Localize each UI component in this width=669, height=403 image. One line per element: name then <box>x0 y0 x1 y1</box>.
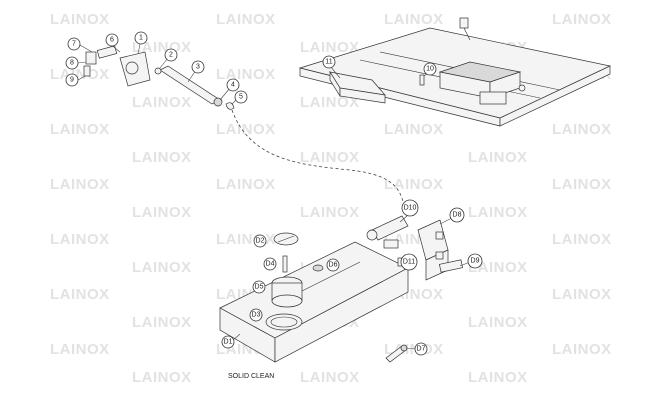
svg-text:8: 8 <box>70 60 74 67</box>
svg-text:1: 1 <box>139 35 143 42</box>
callout-1: 1 <box>134 31 148 45</box>
callout-9: 9 <box>65 73 79 87</box>
callout-10: 10 <box>423 62 437 76</box>
watermark-text: LAINOX <box>50 231 110 248</box>
watermark-text: LAINOX <box>552 176 612 193</box>
watermark-text: LAINOX <box>216 66 276 83</box>
svg-text:D3: D3 <box>252 312 261 319</box>
watermark-text: LAINOX <box>50 286 110 303</box>
svg-text:D2: D2 <box>256 238 265 245</box>
watermark-text: LAINOX <box>552 231 612 248</box>
svg-text:D11: D11 <box>403 259 415 266</box>
svg-text:3: 3 <box>196 64 200 71</box>
callout-d1: D1 <box>221 335 235 349</box>
gasket-d3 <box>265 313 303 331</box>
callout-d5: D5 <box>252 280 266 294</box>
svg-text:D1: D1 <box>224 339 233 346</box>
callout-6: 6 <box>105 33 119 47</box>
watermark-text: LAINOX <box>300 39 360 56</box>
callout-d7: D7 <box>414 342 428 356</box>
valve-assembly <box>77 43 151 87</box>
pipe-end-fittings <box>213 87 239 110</box>
watermark-text: LAINOX <box>132 149 192 166</box>
callout-d10: D10 <box>401 199 419 217</box>
watermark-text: LAINOX <box>300 369 360 386</box>
svg-text:4: 4 <box>231 82 235 89</box>
pump-assembly <box>366 214 471 281</box>
svg-text:D6: D6 <box>329 262 338 269</box>
svg-text:7: 7 <box>72 41 76 48</box>
watermark-text: LAINOX <box>552 11 612 28</box>
watermark-text: LAINOX <box>216 121 276 138</box>
svg-text:11: 11 <box>325 59 332 66</box>
watermark-text: LAINOX <box>468 369 528 386</box>
pin-d4 <box>282 255 288 273</box>
cap-d5 <box>271 276 303 308</box>
callout-d6: D6 <box>326 258 340 272</box>
watermark-text: LAINOX <box>468 259 528 276</box>
watermark-text: LAINOX <box>132 204 192 221</box>
callout-7: 7 <box>67 37 81 51</box>
watermark-text: LAINOX <box>552 286 612 303</box>
watermark-text: LAINOX <box>216 176 276 193</box>
plug-d6 <box>312 264 324 272</box>
callout-2: 2 <box>164 48 178 62</box>
callout-d3: D3 <box>249 308 263 322</box>
part-11 <box>329 65 386 104</box>
callout-d9: D9 <box>467 253 483 269</box>
callout-d4: D4 <box>263 257 277 271</box>
callout-11: 11 <box>322 55 336 69</box>
svg-text:9: 9 <box>70 77 74 84</box>
watermark-text: LAINOX <box>50 66 110 83</box>
watermark-text: LAINOX <box>50 341 110 358</box>
connection-dashed-line <box>231 109 405 206</box>
watermark-text: LAINOX <box>132 259 192 276</box>
part-10 <box>419 74 425 86</box>
watermark-text: LAINOX <box>216 231 276 248</box>
watermark-text: LAINOX <box>384 176 444 193</box>
watermark-text: LAINOX <box>50 121 110 138</box>
watermark-text: LAINOX <box>132 94 192 111</box>
svg-text:D8: D8 <box>453 212 462 219</box>
watermark-text: LAINOX <box>300 94 360 111</box>
svg-text:D5: D5 <box>255 284 264 291</box>
probe-d7 <box>385 344 417 363</box>
callout-d8: D8 <box>449 207 465 223</box>
svg-text:5: 5 <box>239 94 243 101</box>
base-plate-assembly <box>298 17 612 127</box>
svg-text:D9: D9 <box>471 258 480 265</box>
callout-d11: D11 <box>400 253 418 271</box>
watermark-text: LAINOX <box>50 11 110 28</box>
watermark-text: LAINOX <box>132 314 192 331</box>
svg-text:2: 2 <box>169 52 173 59</box>
svg-text:D7: D7 <box>417 346 426 353</box>
watermark-text: LAINOX <box>468 314 528 331</box>
watermark-text: LAINOX <box>132 369 192 386</box>
ring-d2 <box>273 232 299 246</box>
diagram-caption: SOLID CLEAN <box>228 373 274 380</box>
callout-3: 3 <box>191 60 205 74</box>
watermark-text: LAINOX <box>384 121 444 138</box>
watermark-text: LAINOX <box>552 341 612 358</box>
watermark-text: LAINOX <box>300 149 360 166</box>
svg-text:D4: D4 <box>266 261 275 268</box>
watermark-text: LAINOX <box>468 204 528 221</box>
callout-5: 5 <box>234 90 248 104</box>
watermark-text: LAINOX <box>552 121 612 138</box>
svg-text:6: 6 <box>110 37 114 44</box>
watermark-text: LAINOX <box>216 11 276 28</box>
watermark-text: LAINOX <box>300 204 360 221</box>
callout-8: 8 <box>65 56 79 70</box>
callout-4: 4 <box>226 78 240 92</box>
svg-text:D10: D10 <box>404 205 417 212</box>
watermark-text: LAINOX <box>468 149 528 166</box>
callout-d2: D2 <box>253 234 267 248</box>
watermark-text: LAINOX <box>50 176 110 193</box>
svg-text:10: 10 <box>426 66 434 73</box>
watermark-text: LAINOX <box>384 11 444 28</box>
